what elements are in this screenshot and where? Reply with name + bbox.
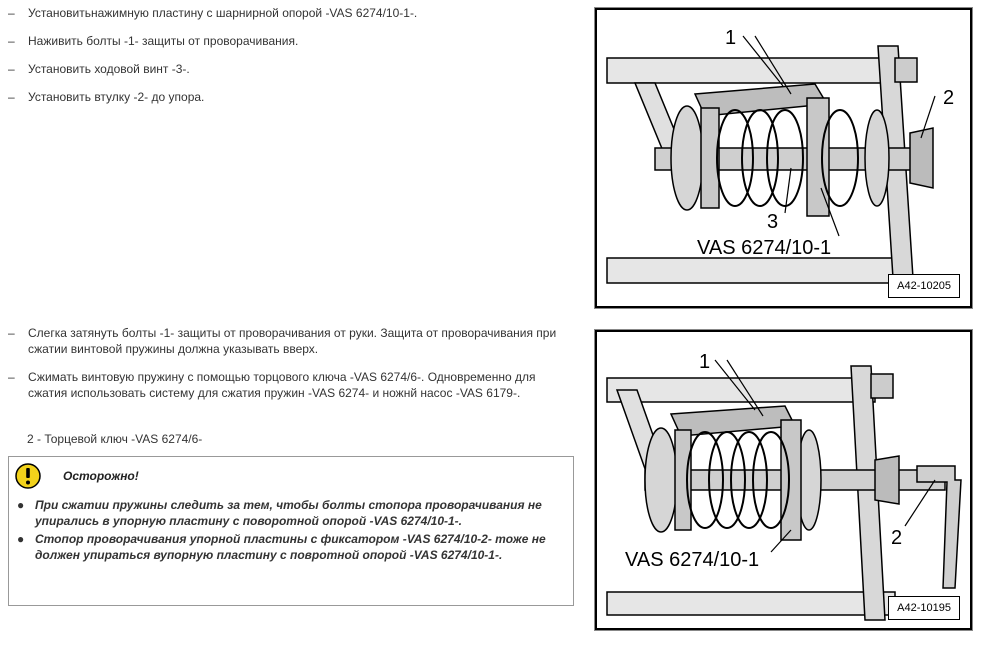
vertical-post <box>850 365 886 621</box>
legend-note: 2 - Торцевой ключ -VAS 6274/6- <box>27 432 203 446</box>
nut <box>870 373 894 399</box>
right-plate <box>864 109 890 207</box>
step-text: Наживить болты -1- защиты от проворачива… <box>28 34 299 48</box>
spring-coil <box>708 431 746 529</box>
callout-2: 2 <box>891 527 902 549</box>
step-text: Слегка затянуть болты -1- защиты от пров… <box>28 326 557 356</box>
spring-coil <box>766 109 804 207</box>
step-item: –Установитьнажимную пластину с шарнирной… <box>8 6 418 20</box>
step-text: Установитьнажимную пластину с шарнирной … <box>28 6 418 20</box>
warning-text: При сжатии пружины следить за тем, чтобы… <box>35 498 542 528</box>
technical-drawing: 1 2 VAS 6274/10-1 <box>606 351 962 621</box>
step-item: –Сжимать винтовую пружину с помощью торц… <box>8 370 536 400</box>
step-text: Сжимать винтовую пружину с помощью торцо… <box>28 370 536 400</box>
spring-coil <box>821 109 859 207</box>
figure-code: A42-10205 <box>888 274 960 298</box>
exclamation-icon <box>15 463 41 489</box>
socket-wrench <box>916 465 962 589</box>
nut <box>894 57 918 83</box>
step-item: –Слегка затянуть болты -1- защиты от про… <box>8 326 557 356</box>
figure-spring-compressor-2: 1 2 VAS 6274/10-1 A42-10195 <box>594 329 973 631</box>
spring-coil <box>730 431 768 529</box>
lower-rail <box>606 591 896 616</box>
upper-rail <box>606 377 876 403</box>
step-item: –Наживить болты -1- защиты от проворачив… <box>8 34 299 48</box>
callout-2: 2 <box>943 87 954 109</box>
instruction-steps-top: –Установитьнажимную пластину с шарнирной… <box>8 5 578 117</box>
callout-1: 1 <box>699 351 710 373</box>
clamp-left <box>674 429 692 531</box>
figure-code: A42-10195 <box>888 596 960 620</box>
warning-text: Стопор проворачивания упорной пластины с… <box>35 532 546 562</box>
spring-coil <box>752 431 790 529</box>
warning-item: ●При сжатии пружины следить за тем, чтоб… <box>17 498 542 528</box>
callout-tool: VAS 6274/10-1 <box>697 237 831 259</box>
callout-1: 1 <box>725 27 736 49</box>
clamp-left <box>700 107 720 209</box>
spring-coil <box>716 109 754 207</box>
spring-coil <box>686 431 724 529</box>
upper-rail <box>606 57 886 84</box>
warning-title: Осторожно! <box>63 469 139 483</box>
callout-tool: VAS 6274/10-1 <box>625 549 759 571</box>
lower-rail <box>606 257 896 284</box>
clamp-right <box>806 97 830 217</box>
step-item: –Установить ходовой винт -3-. <box>8 62 190 76</box>
instruction-steps-bottom: –Слегка затянуть болты -1- защиты от про… <box>8 325 578 413</box>
warning-list: ●При сжатии пружины следить за тем, чтоб… <box>9 497 573 565</box>
left-plate <box>644 427 678 533</box>
clamp-right <box>780 419 802 541</box>
callout-3: 3 <box>767 211 778 233</box>
warning-header: Осторожно! <box>15 463 139 489</box>
warning-box: Осторожно! ●При сжатии пружины следить з… <box>8 456 574 606</box>
bushing <box>874 455 900 505</box>
figure-spring-compressor-1: 1 2 3 VAS 6274/10-1 A42-10205 <box>594 7 973 309</box>
technical-drawing: 1 2 3 VAS 6274/10-1 <box>606 27 954 284</box>
step-text: Установить втулку -2- до упора. <box>28 90 205 104</box>
bushing <box>909 127 934 189</box>
warning-item: ●Стопор проворачивания упорной пластины … <box>17 532 546 562</box>
step-text: Установить ходовой винт -3-. <box>28 62 190 76</box>
step-item: –Установить втулку -2- до упора. <box>8 90 205 104</box>
figure-frame <box>595 8 972 308</box>
left-plate <box>670 105 704 211</box>
figure-frame <box>595 330 972 630</box>
spring-coil <box>741 109 779 207</box>
